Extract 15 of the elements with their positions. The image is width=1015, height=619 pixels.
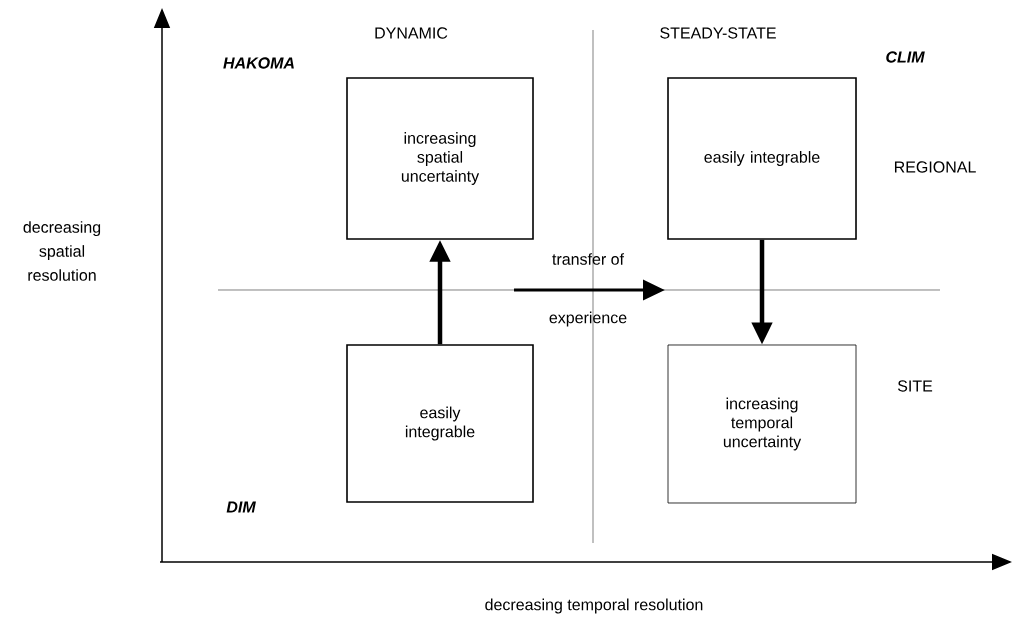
label: REGIONAL [895,161,976,173]
label: DYNAMIC [375,27,448,39]
text-box: increasing temporal uncertainty [667,344,857,504]
text-box: easily integrable [667,77,857,240]
label: decreasing spatial resolution [23,221,101,281]
label: HAKOMA [223,57,294,69]
label: STEADY-STATE [660,27,776,39]
label: transfer of [552,253,625,265]
text-box: increasing spatial uncertainty [346,77,534,240]
label: experience [549,311,627,327]
label: DIM [226,501,256,513]
text-box: easily integrable [346,344,534,503]
label: CLIM [886,51,925,63]
label: decreasing temporal resolution [485,598,703,614]
label: SITE [897,380,933,392]
